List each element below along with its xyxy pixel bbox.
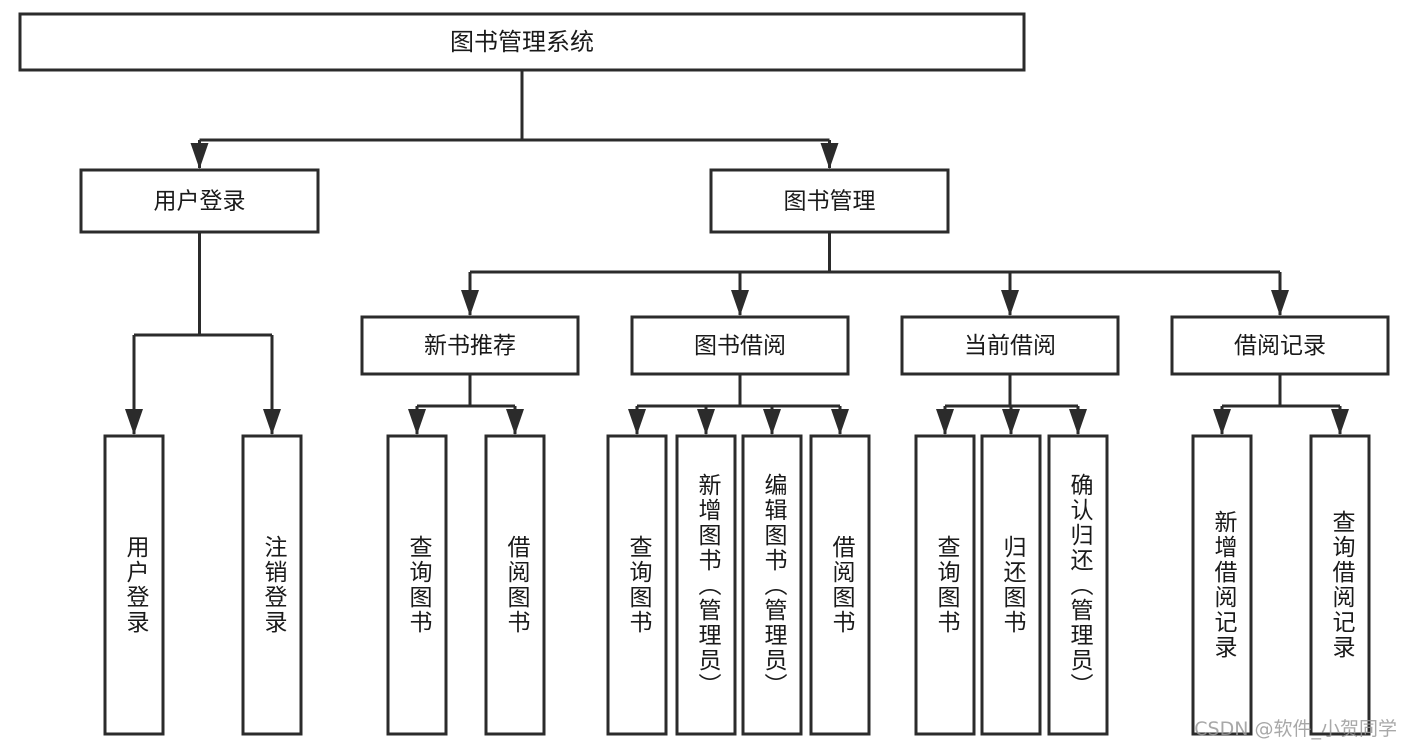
node-label-borrow-record: 借阅记录 — [1234, 333, 1326, 359]
node-label-book-manage: 图书管理 — [784, 189, 876, 215]
arrow-head-icon — [820, 143, 839, 169]
arrow-head-icon — [697, 409, 715, 435]
node-box-book-manage[interactable] — [709, 168, 950, 234]
node-box-leaf-borrow-book-1[interactable] — [484, 434, 546, 736]
arrow-head-icon — [731, 290, 749, 316]
node-box-leaf-return-book[interactable] — [980, 434, 1042, 736]
connectors-layer — [125, 70, 1349, 435]
node-box-new-book-recommend[interactable] — [360, 315, 580, 376]
arrow-head-icon — [1271, 290, 1289, 316]
node-label-user-login: 用户登录 — [154, 189, 246, 215]
node-box-leaf-query-book-1[interactable] — [386, 434, 448, 736]
node-box-leaf-add-record[interactable] — [1191, 434, 1253, 736]
arrow-head-icon — [1069, 409, 1087, 435]
node-box-leaf-user-logout[interactable] — [241, 434, 303, 736]
arrow-head-icon — [190, 143, 209, 169]
arrow-head-icon — [936, 409, 954, 435]
node-box-leaf-edit-book[interactable] — [741, 434, 803, 736]
node-box-leaf-borrow-book-2[interactable] — [809, 434, 871, 736]
boxes-layer — [18, 12, 1390, 736]
node-box-book-borrow[interactable] — [630, 315, 850, 376]
node-box-borrow-record[interactable] — [1170, 315, 1390, 376]
node-label-current-borrow: 当前借阅 — [964, 333, 1056, 359]
arrow-head-icon — [408, 409, 426, 435]
node-box-root[interactable] — [18, 12, 1026, 72]
node-box-leaf-query-book-3[interactable] — [914, 434, 976, 736]
arrow-head-icon — [763, 409, 781, 435]
arrow-head-icon — [1213, 409, 1231, 435]
node-box-current-borrow[interactable] — [900, 315, 1120, 376]
arrow-head-icon — [125, 409, 143, 435]
arrow-head-icon — [263, 409, 281, 435]
node-box-leaf-confirm-return[interactable] — [1047, 434, 1109, 736]
node-label-book-borrow: 图书借阅 — [694, 333, 786, 359]
node-box-leaf-query-record[interactable] — [1309, 434, 1371, 736]
node-box-user-login[interactable] — [79, 168, 320, 234]
node-box-leaf-add-book[interactable] — [675, 434, 737, 736]
node-label-new-book-recommend: 新书推荐 — [424, 333, 516, 359]
arrow-head-icon — [1331, 409, 1349, 435]
arrow-head-icon — [1001, 290, 1019, 316]
node-box-leaf-user-login[interactable] — [103, 434, 165, 736]
node-label-root: 图书管理系统 — [450, 28, 594, 56]
arrow-head-icon — [506, 409, 524, 435]
arrow-head-icon — [831, 409, 849, 435]
watermark-text: CSDN @软件_小贺同学 — [1194, 718, 1397, 740]
node-box-leaf-query-book-2[interactable] — [606, 434, 668, 736]
arrow-head-icon — [1002, 409, 1020, 435]
arrow-head-icon — [628, 409, 646, 435]
arrow-head-icon — [461, 290, 479, 316]
